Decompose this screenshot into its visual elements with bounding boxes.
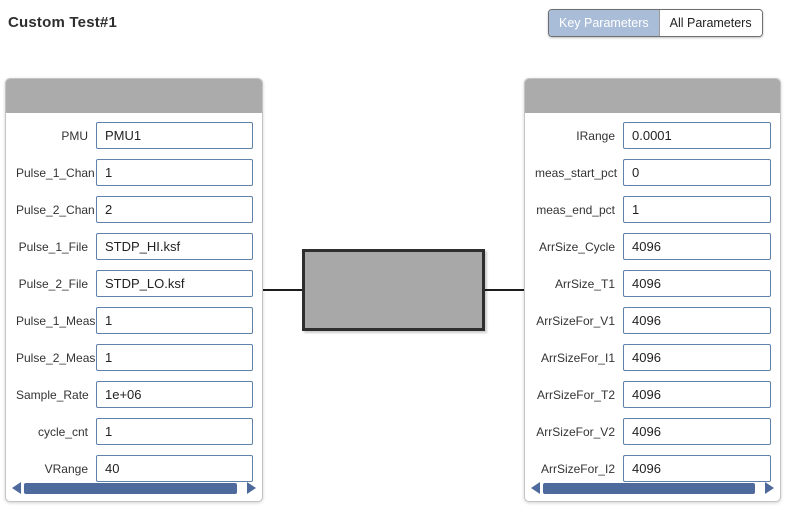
parameter-label: PMU: [61, 128, 88, 143]
parameter-label: ArrSize_Cycle: [538, 239, 615, 254]
parameter-row: ArrSizeFor_V2: [525, 413, 780, 450]
right-panel-horizontal-scrollbar[interactable]: [531, 481, 774, 495]
parameter-label: Pulse_2_Chan: [16, 202, 95, 217]
right-parameter-panel: IRange meas_start_pct meas_end_pct ArrSi…: [524, 78, 781, 502]
parameter-row: IRange: [525, 117, 780, 154]
parameter-input[interactable]: [623, 159, 771, 186]
device-block[interactable]: [302, 249, 485, 331]
scroll-right-icon[interactable]: [765, 482, 774, 494]
parameter-row: VRange: [6, 450, 262, 487]
parameter-input[interactable]: [623, 455, 771, 482]
parameter-label: Pulse_2_File: [18, 276, 88, 291]
parameter-input[interactable]: [96, 196, 253, 223]
parameter-row: ArrSizeFor_V1: [525, 302, 780, 339]
key-parameters-button[interactable]: Key Parameters: [549, 10, 659, 36]
parameter-input[interactable]: [623, 307, 771, 334]
parameter-input[interactable]: [623, 418, 771, 445]
parameter-input[interactable]: [623, 196, 771, 223]
parameter-label: meas_end_pct: [536, 202, 615, 217]
parameter-label: ArrSizeFor_T2: [536, 387, 615, 402]
left-panel-body: PMU Pulse_1_Chan Pulse_2_Chan Pulse_1_Fi…: [6, 113, 262, 487]
parameter-input[interactable]: [96, 307, 253, 334]
parameter-row: Pulse_1_Meas: [6, 302, 262, 339]
left-panel-header: [6, 79, 262, 113]
parameter-input[interactable]: [96, 381, 253, 408]
left-panel-horizontal-scrollbar[interactable]: [12, 481, 256, 495]
parameter-row: ArrSizeFor_T2: [525, 376, 780, 413]
parameter-label: ArrSizeFor_V2: [536, 424, 615, 439]
parameter-label: Pulse_1_File: [18, 239, 88, 254]
parameter-label: ArrSizeFor_V1: [536, 313, 615, 328]
scroll-right-icon[interactable]: [247, 482, 256, 494]
scrollbar-thumb[interactable]: [543, 482, 755, 494]
parameter-row: Pulse_1_File: [6, 228, 262, 265]
parameter-input[interactable]: [623, 344, 771, 371]
parameter-row: Pulse_2_Chan: [6, 191, 262, 228]
parameter-label: cycle_cnt: [37, 424, 88, 439]
parameter-row: meas_start_pct: [525, 154, 780, 191]
parameter-row: ArrSizeFor_I1: [525, 339, 780, 376]
parameter-label: Sample_Rate: [16, 387, 89, 402]
parameter-input[interactable]: [96, 122, 253, 149]
parameter-input[interactable]: [96, 233, 253, 260]
parameter-input[interactable]: [623, 233, 771, 260]
parameter-row: Pulse_2_File: [6, 265, 262, 302]
parameter-row: Pulse_2_Meas: [6, 339, 262, 376]
parameter-input[interactable]: [623, 122, 771, 149]
parameter-row: Pulse_1_Chan: [6, 154, 262, 191]
parameter-label: VRange: [44, 461, 88, 476]
scroll-left-icon[interactable]: [531, 482, 540, 494]
parameter-label: Pulse_1_Meas: [16, 313, 96, 328]
parameter-label: Pulse_2_Meas: [16, 350, 96, 365]
parameter-label: meas_start_pct: [535, 165, 618, 180]
parameter-label: ArrSizeFor_I1: [540, 350, 615, 365]
parameter-row: meas_end_pct: [525, 191, 780, 228]
parameter-input[interactable]: [623, 381, 771, 408]
scrollbar-thumb[interactable]: [24, 482, 237, 494]
parameter-label: Pulse_1_Chan: [16, 165, 95, 180]
parameter-row: ArrSize_T1: [525, 265, 780, 302]
all-parameters-button[interactable]: All Parameters: [658, 10, 762, 36]
parameter-row: ArrSizeFor_I2: [525, 450, 780, 487]
parameter-label: ArrSize_T1: [554, 276, 615, 291]
parameter-label: IRange: [576, 128, 615, 143]
left-parameter-panel: PMU Pulse_1_Chan Pulse_2_Chan Pulse_1_Fi…: [5, 78, 263, 502]
parameter-input[interactable]: [96, 418, 253, 445]
parameter-input[interactable]: [623, 270, 771, 297]
page-title: Custom Test#1: [8, 14, 118, 31]
parameters-toggle-group: Key Parameters All Parameters: [548, 9, 763, 37]
parameter-input[interactable]: [96, 344, 253, 371]
parameter-row: ArrSize_Cycle: [525, 228, 780, 265]
parameter-input[interactable]: [96, 159, 253, 186]
parameter-input[interactable]: [96, 270, 253, 297]
right-panel-body: IRange meas_start_pct meas_end_pct ArrSi…: [525, 113, 780, 487]
parameter-label: ArrSizeFor_I2: [540, 461, 615, 476]
device-left-lead: [263, 289, 302, 291]
parameter-input[interactable]: [96, 455, 253, 482]
right-panel-header: [525, 79, 780, 113]
parameter-row: Sample_Rate: [6, 376, 262, 413]
scroll-left-icon[interactable]: [12, 482, 21, 494]
parameter-row: cycle_cnt: [6, 413, 262, 450]
parameter-row: PMU: [6, 117, 262, 154]
device-right-lead: [485, 289, 524, 291]
